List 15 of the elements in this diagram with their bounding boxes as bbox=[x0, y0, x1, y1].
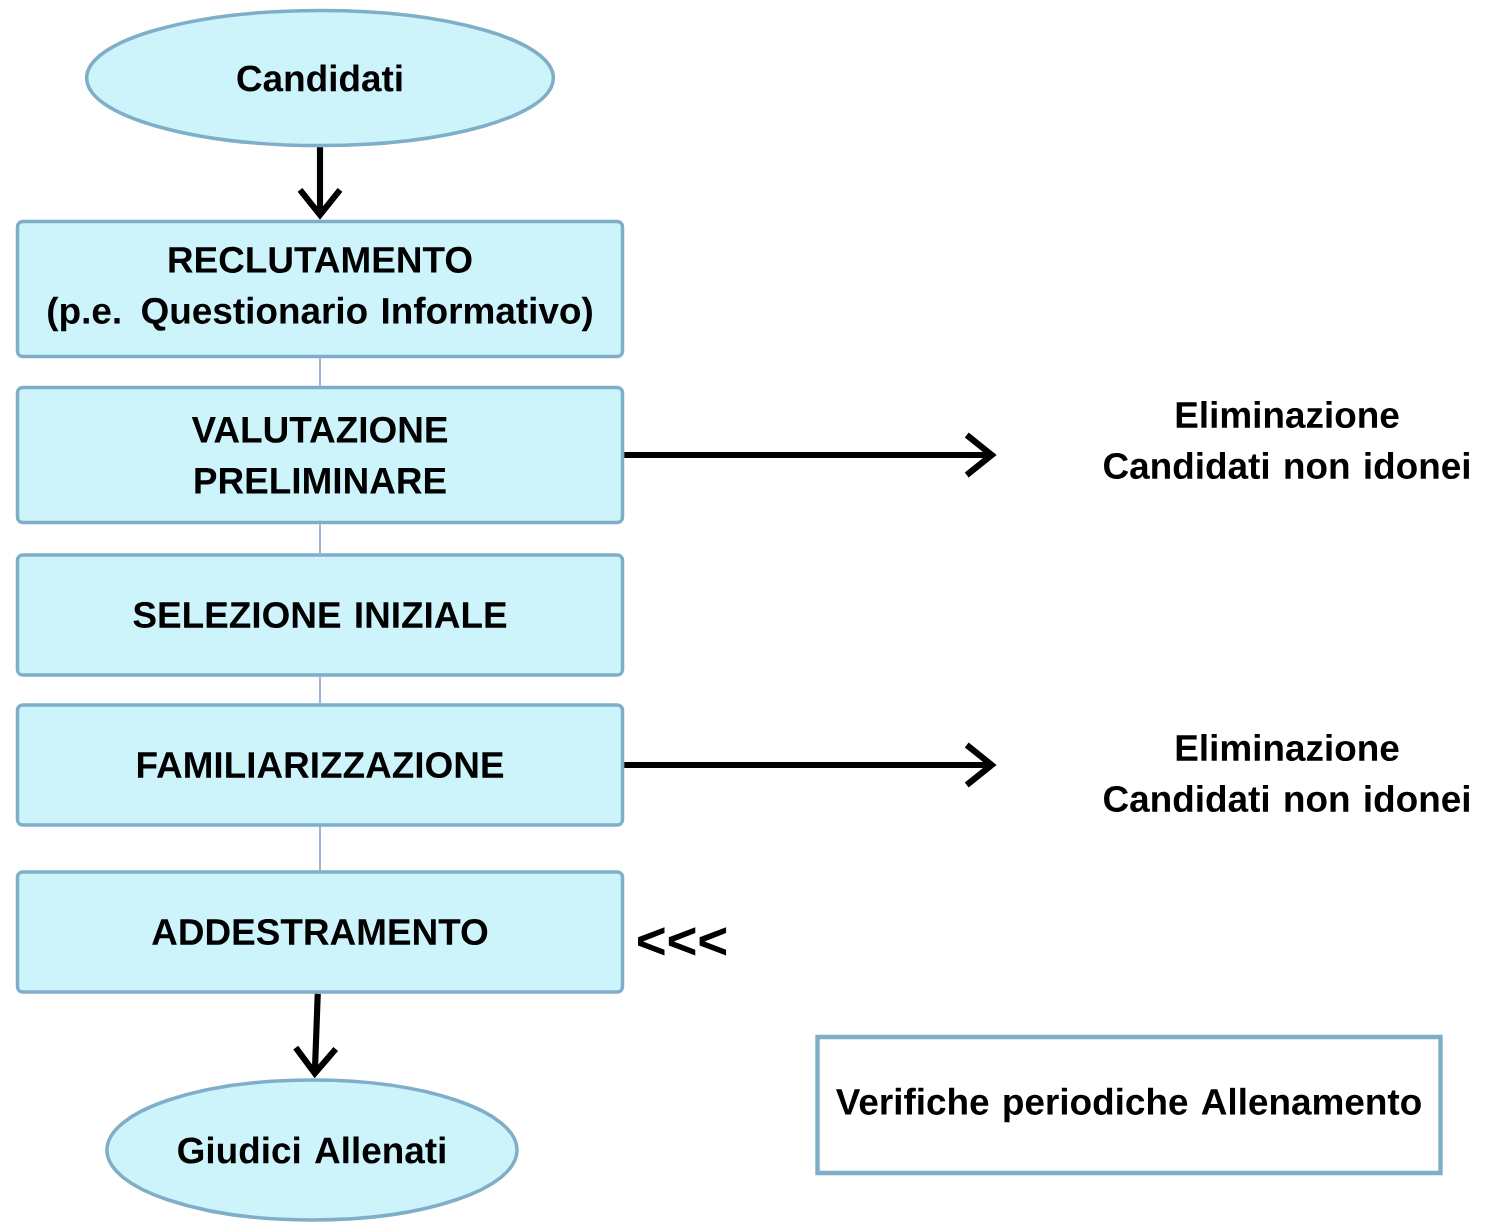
connector-line bbox=[319, 523, 321, 555]
process-box: ADDESTRAMENTO bbox=[15, 870, 625, 994]
arrow bbox=[624, 432, 997, 478]
connector-line bbox=[319, 357, 321, 387]
process-box: FAMILIARIZZAZIONE bbox=[15, 703, 625, 827]
connector-line bbox=[319, 825, 321, 872]
arrow bbox=[624, 742, 997, 788]
process-box: VALUTAZIONE PRELIMINARE bbox=[15, 385, 625, 525]
note-box: Verifiche periodiche Allenamento bbox=[815, 1034, 1443, 1176]
process-box: SELEZIONE INIZIALE bbox=[15, 553, 625, 677]
connector-line bbox=[319, 675, 321, 705]
outcome-text: Eliminazione Candidati non idonei bbox=[1104, 401, 1469, 480]
outcome-text: Eliminazione Candidati non idonei bbox=[1104, 734, 1469, 813]
process-box: RECLUTAMENTO (p.e. Questionario Informativo) bbox=[15, 219, 625, 359]
chevron-label: <<< bbox=[638, 927, 727, 956]
